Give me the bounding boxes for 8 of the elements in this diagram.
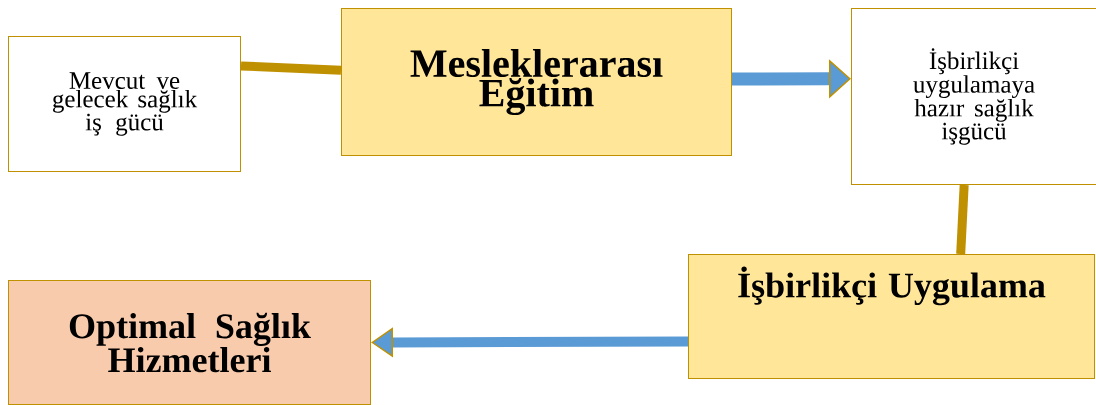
process-box: Mesleklerarası Eğitim (341, 8, 732, 156)
connector-line (240, 61, 342, 75)
process-box: İşbirlikçi Uygulama (688, 254, 1095, 379)
text-box: Mevcut ve gelecek sağlık iş gücü (8, 36, 241, 172)
result-box: Optimal Sağlık Hizmetleri (8, 280, 371, 405)
block-arrow (371, 327, 688, 358)
connector-line (956, 184, 969, 255)
text-box: İşbirlikçi uygulamaya hazır sağlık işgücü (851, 8, 1096, 185)
